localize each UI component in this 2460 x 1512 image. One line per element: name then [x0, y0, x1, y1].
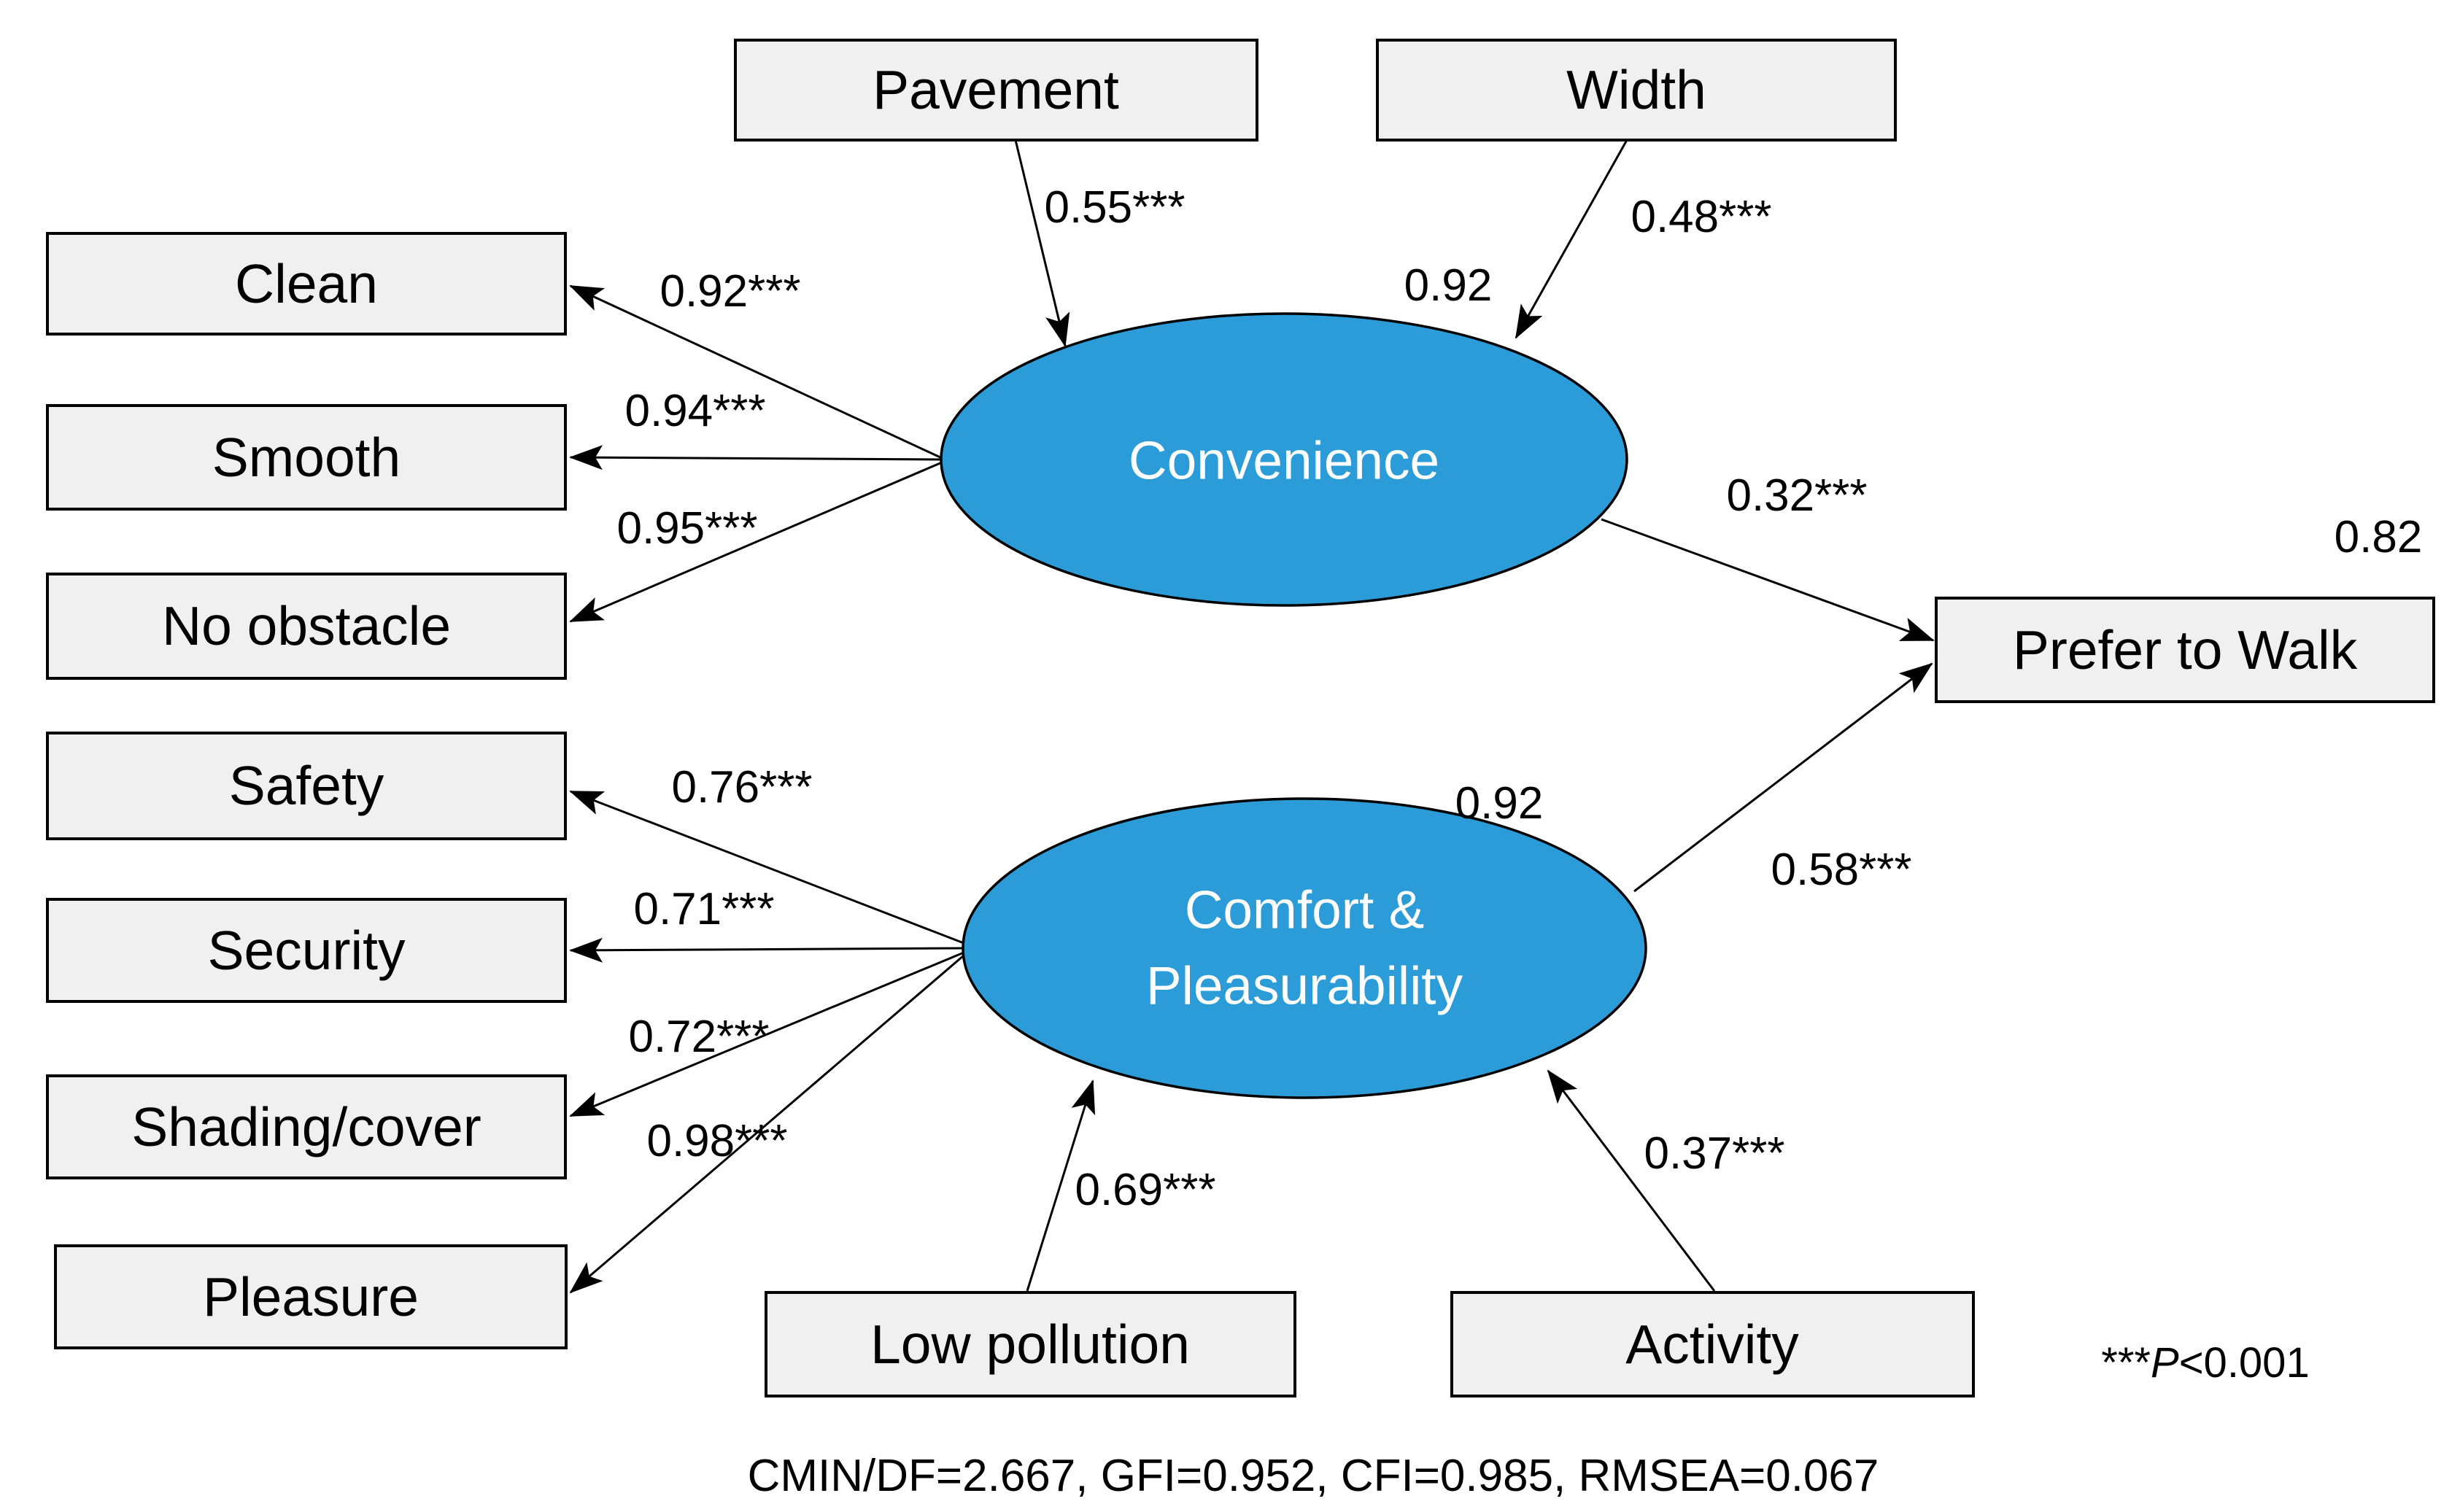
arrow-convenience-to-no-obstacle: [569, 461, 943, 623]
arrow-comfort-to-safety: [569, 790, 964, 945]
low-pollution-label: Low pollution: [870, 1314, 1190, 1375]
arrow-pavement-to-convenience: [1014, 139, 1070, 347]
r2-comfort: 0.92: [1455, 778, 1544, 829]
coef-safety: 0.76***: [671, 762, 812, 813]
significance-note-threshold: <0.001: [2179, 1339, 2310, 1387]
prefer-to-walk-label: Prefer to Walk: [2013, 619, 2358, 681]
comfort-label-line1: Comfort &: [1185, 881, 1425, 940]
safety-box: [46, 732, 567, 840]
prefer-to-walk-box: [1935, 597, 2435, 703]
low-pollution-box: [765, 1291, 1296, 1397]
arrow-convenience-to-smooth: [569, 445, 943, 470]
clean-box: [46, 232, 567, 336]
fit-statistics: CMIN/DF=2.667, GFI=0.952, CFI=0.985, RMS…: [748, 1451, 1879, 1501]
arrow-comfort-to-pleasure: [569, 954, 964, 1294]
pleasure-label: Pleasure: [203, 1266, 419, 1327]
arrow-activity-to-comfort: [1547, 1069, 1716, 1292]
comfort-ellipse: [962, 797, 1647, 1099]
arrow-comfort-to-shading: [569, 951, 964, 1117]
arrow-convenience-to-clean: [569, 284, 943, 460]
convenience-ellipse: [940, 312, 1628, 607]
security-label: Security: [208, 920, 406, 981]
significance-note-stars: ***: [2101, 1339, 2151, 1387]
coef-shading: 0.72***: [628, 1012, 769, 1062]
activity-box: [1450, 1291, 1975, 1397]
coef-width: 0.48***: [1631, 192, 1771, 242]
significance-note-p: P: [2151, 1339, 2179, 1387]
width-box: [1376, 39, 1897, 141]
coef-smooth: 0.94***: [624, 386, 765, 436]
coef-security: 0.71***: [633, 884, 774, 934]
path-convenience-to-walk: 0.32***: [1726, 470, 1867, 521]
activity-label: Activity: [1625, 1314, 1799, 1375]
observed-boxes-group: Pavement Width Clean Smooth No obstacle …: [46, 39, 2435, 1397]
no-obstacle-box: [46, 573, 567, 680]
arrow-width-to-convenience: [1515, 139, 1628, 339]
pavement-label: Pavement: [873, 59, 1119, 120]
path-comfort-to-walk: 0.58***: [1771, 845, 1911, 895]
arrows-group: [569, 139, 1935, 1294]
significance-note: ***P<0.001: [2101, 1339, 2309, 1387]
latent-group: Convenience Comfort & Pleasurability: [940, 312, 1647, 1099]
security-box: [46, 898, 567, 1003]
arrow-low-pollution-to-comfort: [1026, 1079, 1096, 1292]
coef-pavement: 0.55***: [1044, 182, 1185, 233]
safety-label: Safety: [229, 755, 384, 816]
r2-labels-group: 0.92 0.92 0.82: [1404, 260, 2423, 829]
no-obstacle-label: No obstacle: [162, 595, 451, 656]
smooth-label: Smooth: [212, 427, 401, 488]
r2-prefer-to-walk: 0.82: [2335, 512, 2423, 562]
coef-low-pollution: 0.69***: [1075, 1165, 1215, 1215]
clean-label: Clean: [235, 253, 378, 314]
coef-no-obstacle: 0.95***: [616, 503, 757, 554]
coef-clean: 0.92***: [660, 266, 800, 317]
arrow-comfort-to-prefer: [1633, 662, 1933, 893]
shading-cover-label: Shading/cover: [131, 1096, 481, 1158]
pavement-box: [734, 39, 1258, 141]
r2-convenience: 0.92: [1404, 260, 1493, 311]
convenience-label: Convenience: [1129, 432, 1439, 491]
coefficient-labels-group: 0.55*** 0.48*** 0.92*** 0.94*** 0.95*** …: [616, 182, 1911, 1215]
coef-activity: 0.37***: [1644, 1128, 1784, 1179]
arrow-comfort-to-security: [569, 937, 964, 963]
shading-cover-box: [46, 1074, 567, 1179]
width-label: Width: [1566, 59, 1706, 120]
coef-pleasure: 0.98***: [646, 1116, 787, 1166]
pleasure-box: [54, 1244, 568, 1349]
comfort-label-line2: Pleasurability: [1146, 957, 1463, 1016]
smooth-box: [46, 404, 567, 511]
arrow-convenience-to-prefer: [1601, 518, 1935, 642]
